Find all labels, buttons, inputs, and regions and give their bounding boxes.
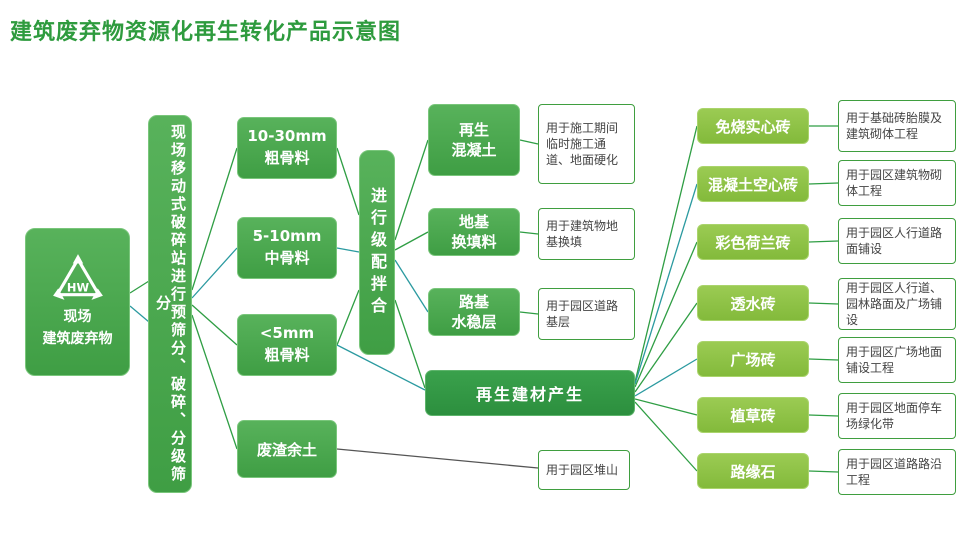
source-label: 现场 建筑废弃物 bbox=[42, 309, 113, 347]
aggregate-label: <5mm 粗骨料 bbox=[259, 324, 315, 364]
node-product-concrete-hollow-brick: 混凝土空心砖 bbox=[697, 166, 809, 202]
desc-grass-brick: 用于园区地面停车场绿化带 bbox=[838, 393, 956, 439]
node-graded-mixing: 进行级配拌合 bbox=[359, 150, 395, 355]
use-label: 再生 混凝土 bbox=[451, 120, 497, 159]
desc-permeable-brick: 用于园区人行道、园林路面及广场铺设 bbox=[838, 278, 956, 330]
node-product-colored-dutch-brick: 彩色荷兰砖 bbox=[697, 224, 809, 260]
node-aggregate-10-30mm: 10-30mm 粗骨料 bbox=[237, 117, 337, 179]
node-mobile-crushing-station: 现场移动式破碎站进行预筛分、破碎、分级筛分 bbox=[148, 115, 192, 493]
node-recycled-building-materials: 再生建材产生 bbox=[425, 370, 635, 416]
product-label: 透水砖 bbox=[730, 294, 776, 313]
node-product-curb-stone: 路缘石 bbox=[697, 453, 809, 489]
use-label: 地基 换填料 bbox=[451, 212, 497, 251]
node-roadbase-layer: 路基 水稳层 bbox=[428, 288, 520, 336]
waste-residue-label: 废渣余土 bbox=[256, 440, 317, 459]
recycled-header-label: 再生建材产生 bbox=[475, 385, 584, 404]
desc-recycled-concrete: 用于施工期间临时施工通道、地面硬化 bbox=[538, 104, 635, 184]
hw-icon-text: HW bbox=[66, 281, 89, 295]
node-site-construction-waste: HW 现场 建筑废弃物 bbox=[25, 228, 130, 376]
node-recycled-concrete: 再生 混凝土 bbox=[428, 104, 520, 176]
node-waste-residue: 废渣余土 bbox=[237, 420, 337, 478]
desc-roadbase-layer: 用于园区道路基层 bbox=[538, 288, 635, 340]
recycle-hw-icon: HW bbox=[52, 254, 103, 301]
node-aggregate-5-10mm: 5-10mm 中骨料 bbox=[237, 217, 337, 279]
product-label: 免烧实心砖 bbox=[715, 117, 791, 136]
product-label: 广场砖 bbox=[730, 350, 776, 369]
product-label: 路缘石 bbox=[730, 462, 776, 481]
product-label: 混凝土空心砖 bbox=[707, 175, 798, 194]
desc-curb-stone: 用于园区道路路沿工程 bbox=[838, 449, 956, 495]
desc-foundation-backfill: 用于建筑物地基换填 bbox=[538, 208, 635, 260]
desc-waste-landfill: 用于园区堆山 bbox=[538, 450, 630, 490]
node-product-grass-brick: 植草砖 bbox=[697, 397, 809, 433]
desc-plaza-brick: 用于园区广场地面铺设工程 bbox=[838, 337, 956, 383]
aggregate-label: 5-10mm 中骨料 bbox=[252, 227, 322, 267]
crushing-station-label: 现场移动式破碎站进行预筛分、破碎、分级筛分 bbox=[154, 124, 187, 484]
node-foundation-backfill: 地基 换填料 bbox=[428, 208, 520, 256]
desc-concrete-hollow-brick: 用于园区建筑物砌体工程 bbox=[838, 160, 956, 206]
page-title: 建筑废弃物资源化再生转化产品示意图 bbox=[10, 20, 402, 45]
product-label: 彩色荷兰砖 bbox=[715, 233, 791, 252]
node-product-permeable-brick: 透水砖 bbox=[697, 285, 809, 321]
desc-unfired-solid-brick: 用于基础砖胎膜及建筑砌体工程 bbox=[838, 100, 956, 152]
node-aggregate-under-5mm: <5mm 粗骨料 bbox=[237, 314, 337, 376]
use-label: 路基 水稳层 bbox=[451, 292, 497, 331]
node-product-plaza-brick: 广场砖 bbox=[697, 341, 809, 377]
aggregate-label: 10-30mm 粗骨料 bbox=[247, 127, 327, 167]
graded-mixing-label: 进行级配拌合 bbox=[368, 186, 387, 319]
desc-colored-dutch-brick: 用于园区人行道路面铺设 bbox=[838, 218, 956, 264]
product-label: 植草砖 bbox=[730, 406, 776, 425]
node-product-unfired-solid-brick: 免烧实心砖 bbox=[697, 108, 809, 144]
